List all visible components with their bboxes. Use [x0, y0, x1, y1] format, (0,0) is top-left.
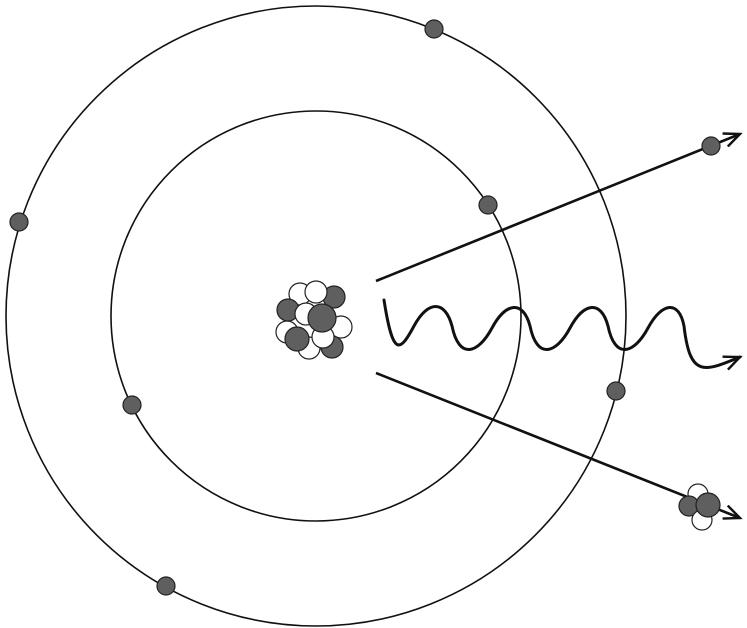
- nucleon: [308, 304, 336, 332]
- electron: [157, 577, 175, 595]
- gamma-ray-path: [384, 300, 740, 368]
- electron: [123, 396, 141, 414]
- electron: [479, 196, 497, 214]
- electron: [10, 213, 28, 231]
- beta-particle-path: [376, 134, 740, 281]
- electron: [425, 20, 443, 38]
- nucleon: [305, 281, 327, 303]
- nucleon: [285, 327, 309, 351]
- nucleon: [696, 493, 720, 517]
- electron: [607, 382, 625, 400]
- alpha-particle: [679, 484, 720, 530]
- nucleus: [276, 281, 352, 359]
- beta-particle: [702, 137, 720, 155]
